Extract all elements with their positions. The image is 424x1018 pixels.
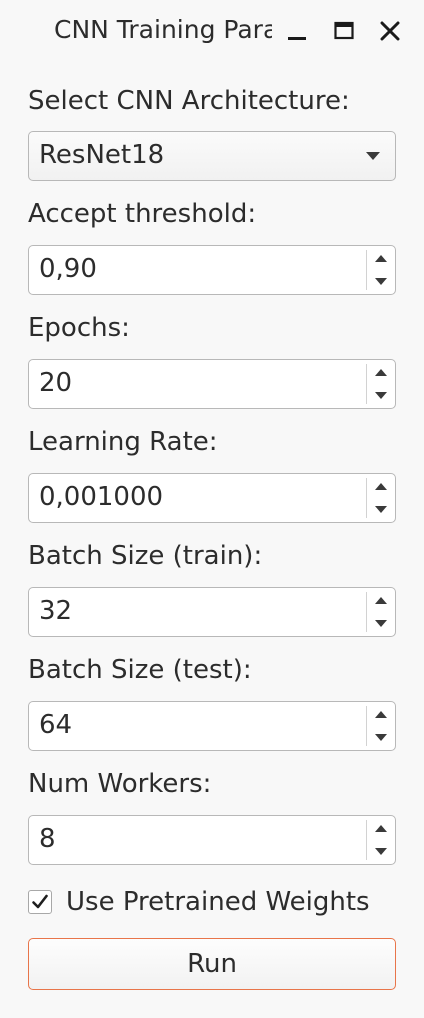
- run-button[interactable]: Run: [28, 938, 396, 990]
- accept-threshold-label: Accept threshold:: [28, 199, 257, 229]
- title-bar: CNN Training Para: [0, 0, 424, 62]
- minimize-button[interactable]: [280, 14, 314, 48]
- accept-threshold-spinbox[interactable]: 0,90: [28, 245, 396, 295]
- batch-size-test-decrement[interactable]: [367, 726, 395, 749]
- arrow-up-icon: [375, 255, 387, 262]
- batch-size-train-increment[interactable]: [367, 589, 395, 612]
- epochs-value: 20: [39, 368, 73, 398]
- num-workers-label: Num Workers:: [28, 769, 212, 799]
- spin-divider: [366, 364, 367, 404]
- maximize-icon: [334, 21, 354, 40]
- batch-size-test-value: 64: [39, 710, 73, 740]
- pretrained-weights-checkbox[interactable]: [28, 890, 52, 914]
- accept-threshold-value: 0,90: [39, 254, 97, 284]
- learning-rate-value: 0,001000: [39, 482, 164, 512]
- close-button[interactable]: [373, 14, 407, 48]
- batch-size-test-increment[interactable]: [367, 703, 395, 726]
- arrow-down-icon: [375, 734, 387, 741]
- arrow-down-icon: [375, 620, 387, 627]
- learning-rate-increment[interactable]: [367, 475, 395, 498]
- maximize-button[interactable]: [327, 14, 361, 48]
- arrow-up-icon: [375, 483, 387, 490]
- spin-divider: [366, 592, 367, 632]
- num-workers-decrement[interactable]: [367, 840, 395, 863]
- accept-threshold-decrement[interactable]: [367, 270, 395, 293]
- arrow-up-icon: [375, 597, 387, 604]
- epochs-label: Epochs:: [28, 313, 130, 343]
- checkmark-icon: [32, 894, 48, 909]
- num-workers-spinbox[interactable]: 8: [28, 815, 396, 865]
- spin-divider: [366, 706, 367, 746]
- learning-rate-spinbox[interactable]: 0,001000: [28, 473, 396, 523]
- spin-divider: [366, 820, 367, 860]
- spin-divider: [366, 478, 367, 518]
- architecture-label: Select CNN Architecture:: [28, 86, 350, 116]
- learning-rate-label: Learning Rate:: [28, 427, 218, 457]
- arrow-down-icon: [375, 392, 387, 399]
- batch-size-train-value: 32: [39, 596, 73, 626]
- arrow-up-icon: [375, 369, 387, 376]
- chevron-down-icon: [366, 152, 380, 160]
- batch-size-train-spinbox[interactable]: 32: [28, 587, 396, 637]
- pretrained-weights-label[interactable]: Use Pretrained Weights: [66, 887, 370, 917]
- window-title: CNN Training Para: [54, 15, 272, 44]
- batch-size-train-label: Batch Size (train):: [28, 541, 263, 571]
- minimize-icon: [288, 37, 306, 40]
- arrow-up-icon: [375, 711, 387, 718]
- num-workers-value: 8: [39, 824, 56, 854]
- batch-size-test-label: Batch Size (test):: [28, 655, 252, 685]
- architecture-select[interactable]: ResNet18: [28, 131, 396, 181]
- batch-size-train-decrement[interactable]: [367, 612, 395, 635]
- epochs-spinbox[interactable]: 20: [28, 359, 396, 409]
- num-workers-increment[interactable]: [367, 817, 395, 840]
- epochs-increment[interactable]: [367, 361, 395, 384]
- spin-divider: [366, 250, 367, 290]
- arrow-down-icon: [375, 848, 387, 855]
- run-button-label: Run: [187, 949, 237, 979]
- epochs-decrement[interactable]: [367, 384, 395, 407]
- accept-threshold-increment[interactable]: [367, 247, 395, 270]
- architecture-selected-value: ResNet18: [39, 140, 165, 170]
- arrow-up-icon: [375, 825, 387, 832]
- close-icon: [380, 21, 400, 41]
- arrow-down-icon: [375, 506, 387, 513]
- pretrained-weights-row[interactable]: Use Pretrained Weights: [28, 884, 370, 920]
- batch-size-test-spinbox[interactable]: 64: [28, 701, 396, 751]
- learning-rate-decrement[interactable]: [367, 498, 395, 521]
- arrow-down-icon: [375, 278, 387, 285]
